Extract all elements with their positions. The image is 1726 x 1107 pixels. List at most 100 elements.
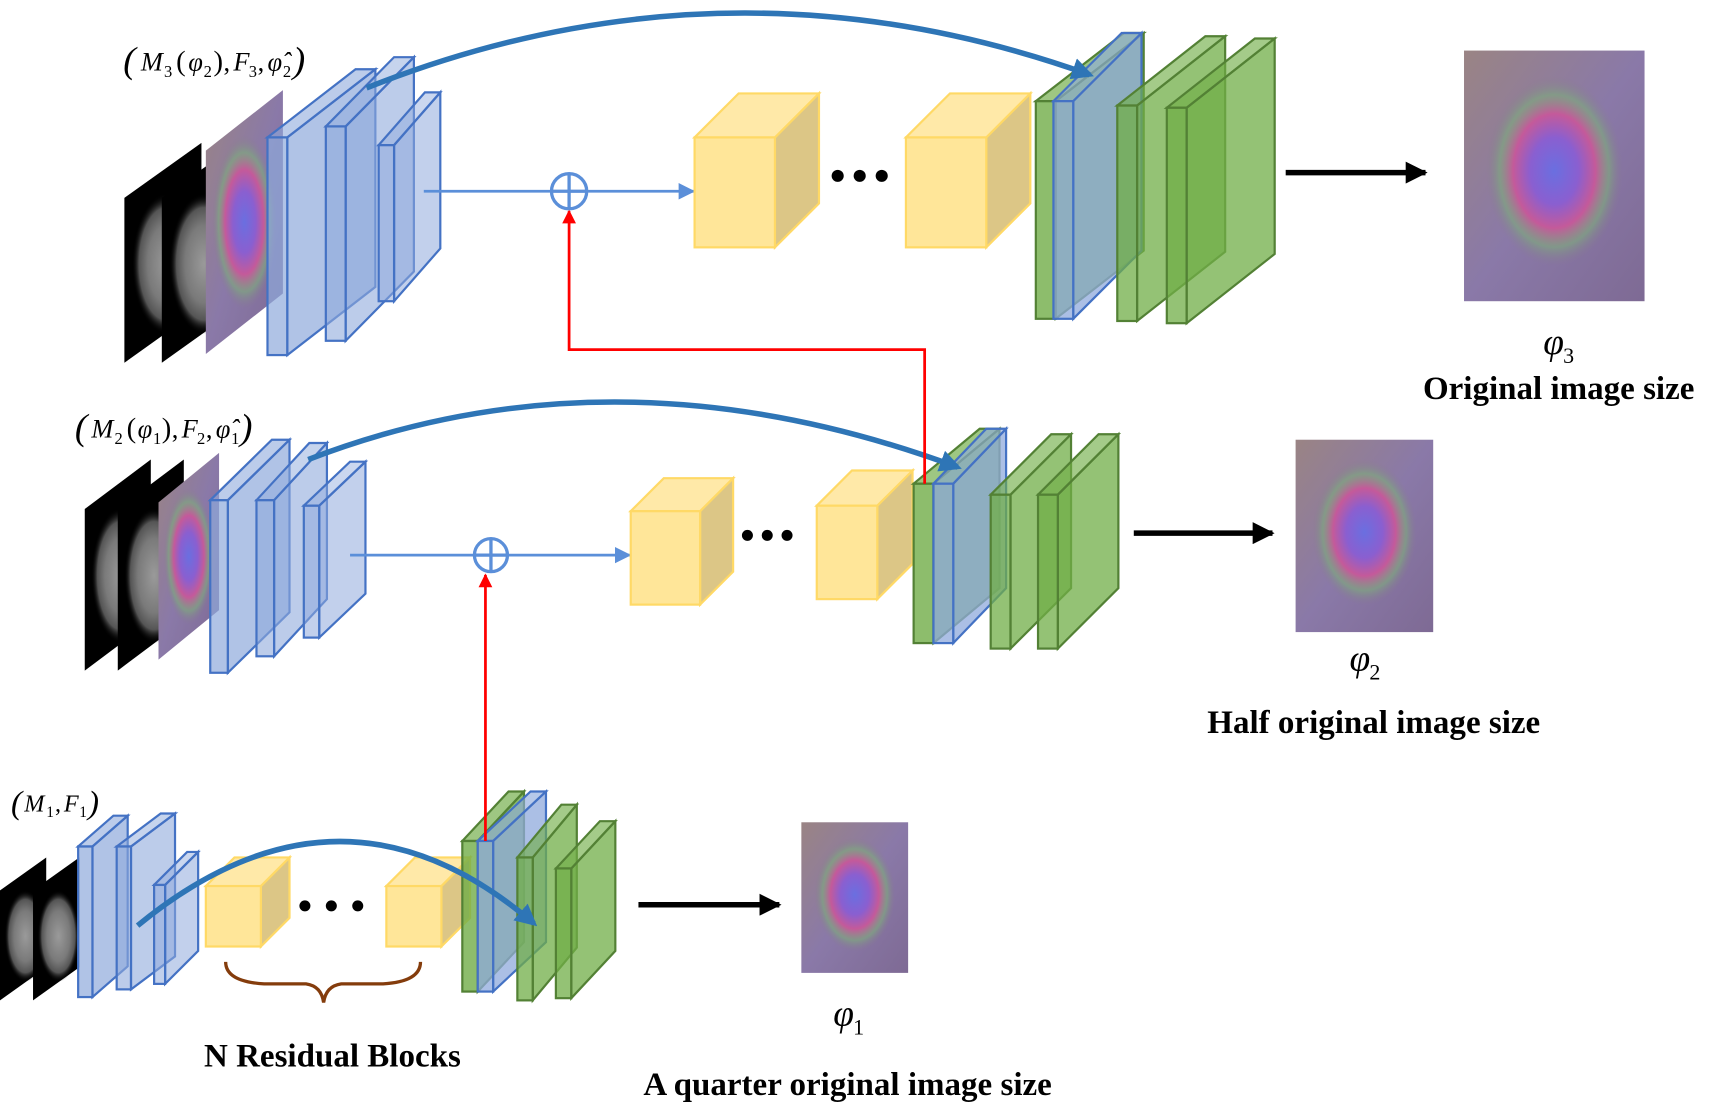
level-2-residual-block-1	[628, 475, 736, 608]
label-m-sub: 3	[164, 62, 172, 81]
phi-2-sub: 2	[1369, 659, 1380, 684]
lparen: (	[11, 786, 24, 822]
rparen: )	[238, 408, 252, 449]
slab-front	[932, 482, 955, 645]
label-phi-in: φ	[188, 46, 203, 76]
label-m-sub: 2	[114, 429, 122, 448]
rparen-inner: )	[162, 414, 172, 445]
comma: ,	[258, 46, 265, 76]
phi-2-symbol: φ	[1350, 639, 1371, 680]
ellipsis-dot	[875, 169, 888, 182]
label-f-sub: 3	[249, 62, 257, 81]
label-phi-in-sub: 2	[204, 62, 212, 81]
level-2-ellipsis	[741, 529, 793, 541]
ellipsis-dot	[325, 900, 337, 912]
level-3-input-label: ( M 3 ( φ 2 ) , F 3 , φ̂ 2 )	[123, 41, 305, 82]
level-2-decoder-3	[1035, 431, 1122, 652]
label-m: M	[23, 790, 46, 817]
level-3-residual-block-1	[691, 90, 822, 250]
rparen: )	[86, 786, 99, 822]
residual-brace	[224, 961, 423, 1003]
label-phi-in-sub: 1	[153, 429, 161, 448]
slab-front	[377, 144, 396, 303]
flow-image-field	[814, 837, 896, 952]
label-f: F	[63, 790, 79, 817]
level-1-residual-block-1	[203, 854, 293, 950]
cube-front	[693, 136, 777, 249]
comma: ,	[223, 46, 230, 76]
slab-front	[266, 136, 289, 357]
level-1-output-flow	[801, 822, 909, 973]
slab-front	[255, 499, 276, 658]
level-3-flow-input	[205, 90, 283, 354]
brain-tissue	[37, 890, 80, 982]
slab-front	[77, 845, 94, 999]
level-2-output-label: φ 2 Half original image size	[1207, 639, 1540, 742]
level-3-sum-node	[549, 172, 589, 211]
level-3-skip-arrow	[365, 10, 1094, 91]
slab-front	[153, 883, 167, 985]
cube-front	[204, 884, 262, 948]
slab-front	[476, 839, 495, 993]
level-2-skip-arrow	[307, 399, 962, 472]
level-3-decoder-3	[1163, 36, 1278, 326]
phi-3-symbol: φ	[1543, 322, 1564, 363]
level-2-encoder-3	[301, 459, 369, 641]
slab-front	[302, 504, 321, 639]
slab-front	[115, 845, 133, 991]
label-phi-hat-sub: 1	[231, 429, 239, 448]
level-1-fixed-image	[33, 857, 80, 1001]
level-1-decoder-3	[553, 818, 618, 1001]
level-2-caption: Half original image size	[1207, 705, 1540, 741]
slab-front	[461, 839, 479, 993]
flow-field	[212, 134, 277, 310]
label-f: F	[232, 46, 250, 76]
flow-image-field	[1312, 458, 1417, 606]
level-1-caption: A quarter original image size	[643, 1067, 1051, 1103]
level-3-residual-block-2	[903, 90, 1033, 250]
level-2-residual-block-2	[814, 467, 916, 602]
label-f: F	[181, 414, 199, 444]
phi-1-symbol: φ	[833, 994, 854, 1035]
lparen-inner: (	[176, 46, 186, 77]
level-3-encoder-3	[376, 89, 443, 305]
phi-3-sub: 3	[1563, 343, 1574, 368]
label-m: M	[90, 414, 115, 444]
level-2-input-label: ( M 2 ( φ 1 ) , F 2 , φ̂ 1 )	[75, 408, 253, 449]
ellipsis-dot	[299, 900, 311, 912]
lparen-inner: (	[127, 414, 137, 445]
phi-1-sub: 1	[853, 1014, 864, 1039]
label-phi-hat-sub: 2	[283, 62, 291, 81]
slab-front	[1165, 106, 1188, 325]
label-m-sub: 1	[46, 804, 54, 821]
flow-image-field	[1485, 75, 1623, 267]
cube-front	[904, 136, 988, 249]
comma: ,	[55, 790, 61, 817]
label-m: M	[140, 46, 165, 76]
flow-field	[163, 488, 215, 625]
cube-front	[385, 884, 443, 948]
level-3-caption: Original image size	[1423, 371, 1694, 407]
slab-front	[516, 856, 534, 1002]
level-1-input-label: ( M 1 , F 1 )	[11, 786, 99, 822]
slab-front	[554, 867, 573, 1000]
level-3-output-flow	[1464, 50, 1645, 302]
comma: ,	[172, 414, 179, 444]
ellipsis-dot	[741, 529, 753, 541]
level-2-sum-node	[472, 537, 510, 574]
ellipsis-dot	[853, 169, 866, 182]
lparen: (	[123, 41, 138, 82]
level-2-flow-input	[158, 452, 220, 660]
residual-blocks-label: N Residual Blocks	[204, 1038, 461, 1074]
cube-front	[815, 504, 879, 601]
label-f-sub: 1	[79, 804, 87, 821]
lparen: (	[75, 408, 90, 449]
slab-front	[209, 499, 229, 674]
slab-front	[1116, 104, 1139, 323]
level-1-ellipsis	[299, 900, 364, 912]
slab-front	[989, 493, 1012, 650]
level-1-skip-arrow	[135, 838, 538, 928]
slab-front	[1052, 100, 1075, 320]
level-2-output-flow	[1295, 439, 1434, 633]
